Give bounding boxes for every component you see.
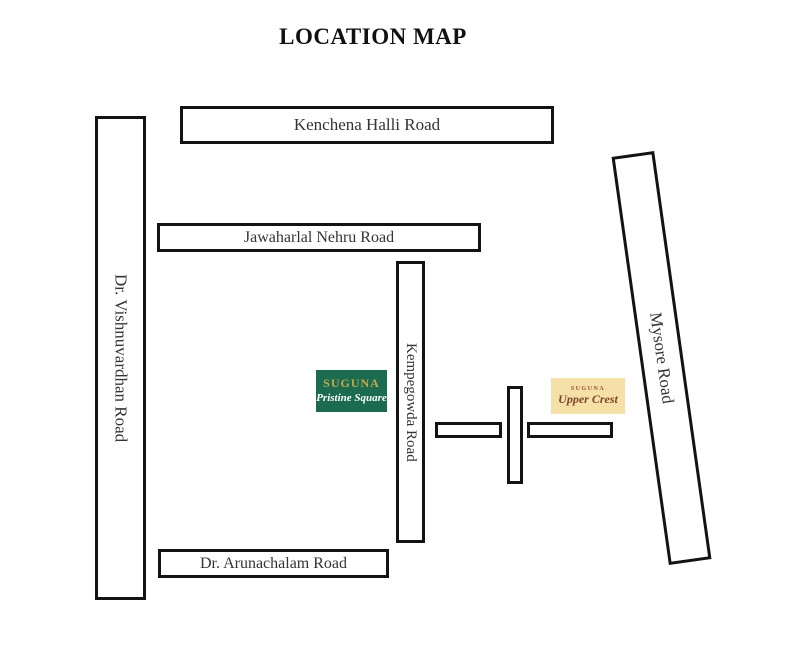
road-label-dr-arunachalam: Dr. Arunachalam Road [199, 554, 348, 572]
road-label-mysore: Mysore Road [646, 311, 678, 405]
road-label-dr-vishnuvardhan: Dr. Vishnuvardhan Road [111, 273, 131, 443]
landmark-suguna-upper-crest: SUGUNA Upper Crest [551, 378, 625, 414]
pristine-square-name-label: Pristine Square [316, 392, 387, 405]
pristine-square-brand-label: SUGUNA [323, 376, 380, 391]
road-kempegowda: Kempegowda Road [396, 261, 425, 543]
road-dr-arunachalam: Dr. Arunachalam Road [158, 549, 389, 578]
road-kenchena-halli: Kenchena Halli Road [180, 106, 554, 144]
road-jawaharlal-nehru: Jawaharlal Nehru Road [157, 223, 481, 252]
road-label-kenchena-halli: Kenchena Halli Road [293, 115, 441, 134]
road-label-jawaharlal-nehru: Jawaharlal Nehru Road [243, 228, 395, 246]
landmark-suguna-pristine-square: SUGUNA Pristine Square [316, 370, 387, 412]
upper-crest-name-label: Upper Crest [558, 391, 618, 406]
road-label-kempegowda: Kempegowda Road [403, 342, 419, 462]
upper-crest-brand-label: SUGUNA [570, 385, 606, 392]
cross-street-vertical [507, 386, 523, 484]
road-dr-vishnuvardhan: Dr. Vishnuvardhan Road [95, 116, 146, 600]
map-title: LOCATION MAP [279, 24, 467, 49]
cross-street-left [435, 422, 502, 438]
road-mysore: Mysore Road [611, 151, 712, 565]
cross-street-right [527, 422, 613, 438]
